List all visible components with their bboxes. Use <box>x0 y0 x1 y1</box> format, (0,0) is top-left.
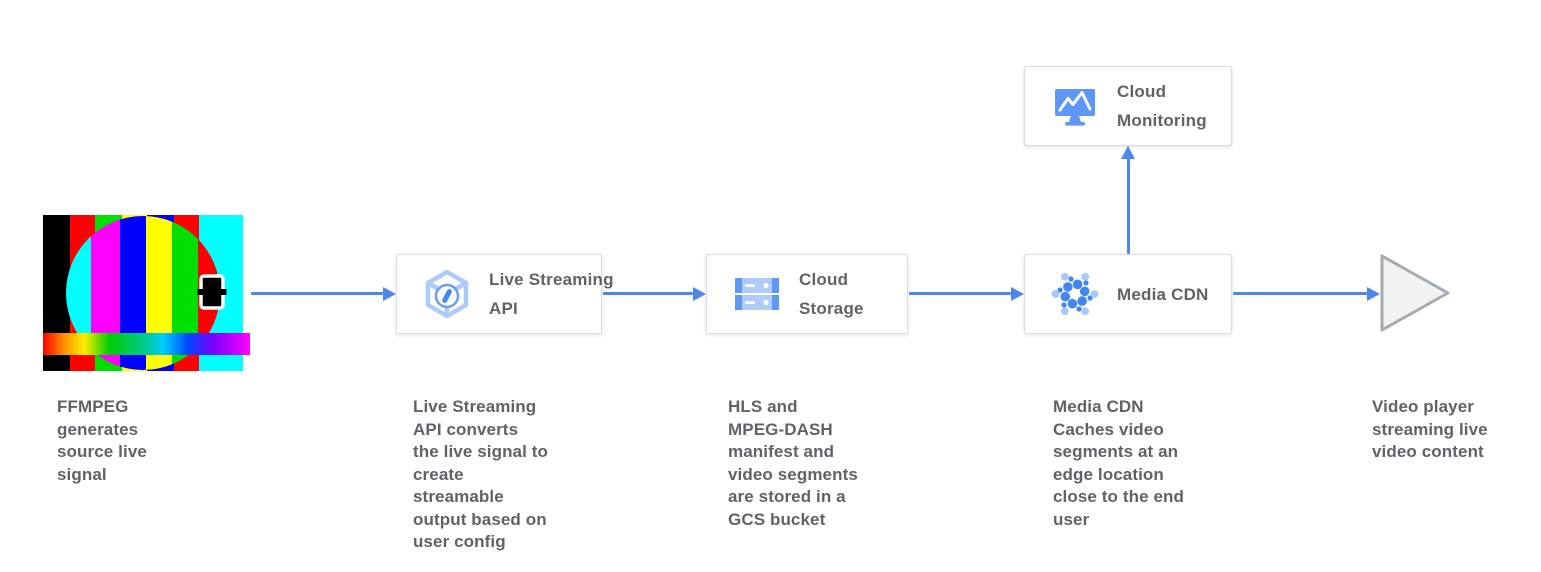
video-player-play-icon <box>1380 254 1450 332</box>
arrow-source-to-livestream <box>251 292 383 295</box>
caption-live-streaming-api: Live Streaming API converts the live sig… <box>413 397 548 551</box>
arrowhead-source-to-livestream <box>383 286 396 301</box>
arrow-livestream-to-storage <box>603 292 693 295</box>
node-label: Live Streaming API <box>489 270 614 318</box>
arrow-storage-to-mediacdn <box>909 292 1011 295</box>
test-pattern-rainbow-bar <box>43 333 250 355</box>
node-cloud-storage: Cloud Storage <box>706 254 908 334</box>
arrowhead-mediacdn-to-monitoring <box>1121 146 1135 159</box>
caption-ffmpeg: FFMPEG generates source live signal <box>57 397 147 484</box>
node-live-streaming-api: Live Streaming API <box>396 254 613 334</box>
caption-video-player: Video player streaming live video conten… <box>1372 397 1488 461</box>
arrowhead-mediacdn-to-player <box>1367 286 1380 301</box>
arrow-mediacdn-to-monitoring <box>1126 158 1130 254</box>
node-media-cdn: Media CDN <box>1024 254 1232 334</box>
caption-cloud-storage: HLS and MPEG-DASH manifest and video seg… <box>728 397 858 529</box>
ffmpeg-test-pattern-image <box>43 215 250 371</box>
live-streaming-api-icon <box>425 270 469 318</box>
node-label: Cloud Monitoring <box>1117 82 1207 130</box>
node-label: Media CDN <box>1117 284 1209 304</box>
node-cloud-monitoring: Cloud Monitoring <box>1024 66 1232 146</box>
media-cdn-icon <box>1051 272 1099 316</box>
test-pattern-zero-digit <box>197 274 227 310</box>
cloud-monitoring-icon <box>1055 89 1095 126</box>
node-label: Cloud Storage <box>799 270 864 318</box>
cloud-storage-icon <box>735 278 779 310</box>
arrow-mediacdn-to-player <box>1233 292 1367 295</box>
caption-media-cdn: Media CDN Caches video segments at an ed… <box>1053 397 1185 529</box>
arrowhead-storage-to-mediacdn <box>1011 286 1024 301</box>
arrowhead-livestream-to-storage <box>693 286 706 301</box>
